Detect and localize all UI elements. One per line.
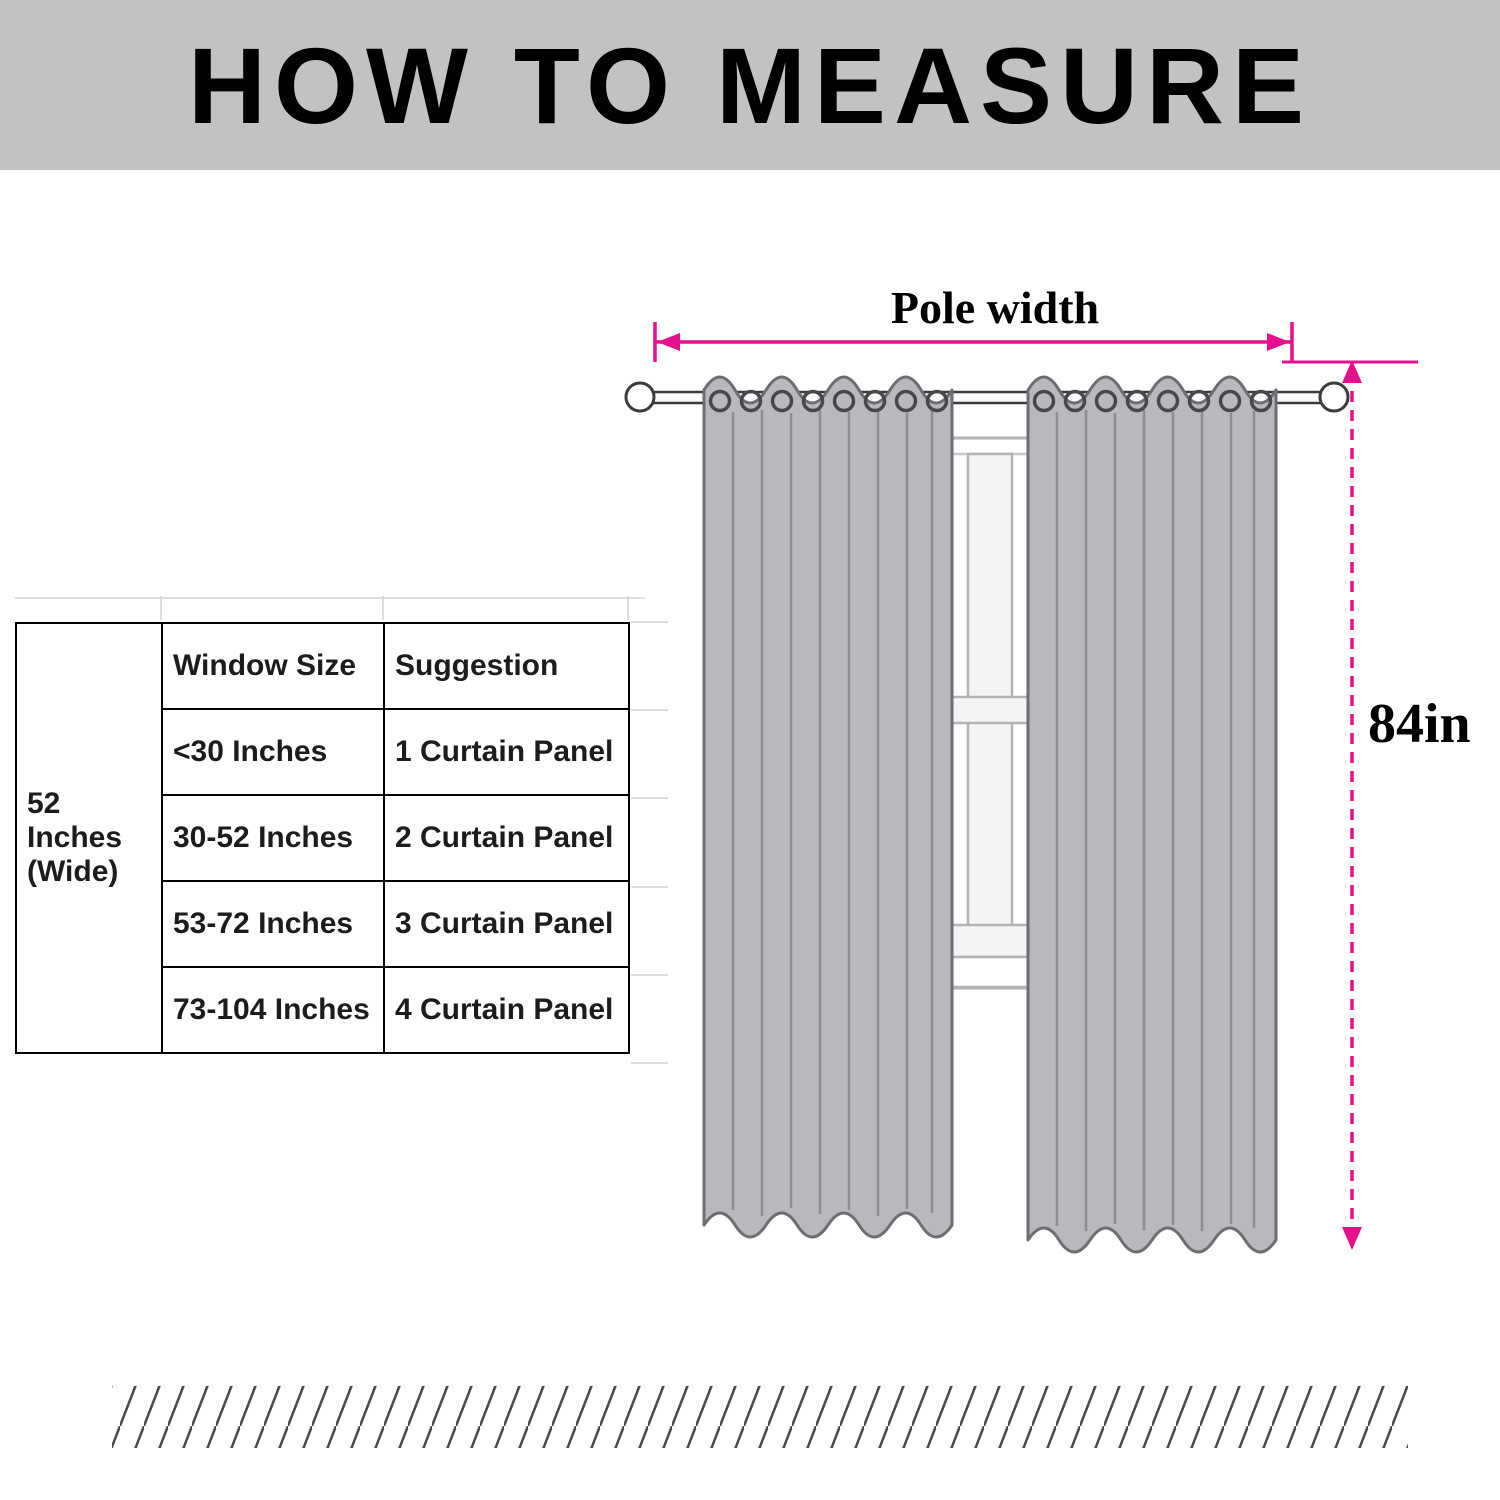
curtain-length-dimension: 84in [1282, 360, 1471, 1250]
table-header-row: 52 Inches (Wide) Window Size Suggestion [15, 622, 630, 1054]
col-header-window-size: Window Size [161, 622, 385, 710]
table-row: <30 Inches 1 Curtain Panel [16, 708, 630, 796]
curtain-rod [624, 381, 1350, 413]
suggestion-cell: 4 Curtain Panel [383, 966, 630, 1054]
arrow-up-icon [1342, 360, 1362, 383]
window-apron [761, 955, 1219, 989]
grommet-rings-left [708, 389, 949, 413]
table-row: 73-104 Inches 4 Curtain Panel [16, 966, 630, 1054]
col-header-suggestion: Suggestion [383, 622, 630, 710]
size-guide-table-area: 52 Inches (Wide) Window Size Suggestion … [15, 622, 630, 1054]
curtain-folds-right [1055, 410, 1256, 1231]
pole-width-label: Pole width [891, 282, 1099, 333]
page-title: HOW TO MEASURE [187, 24, 1313, 146]
grommet-rings-right [1032, 389, 1273, 413]
window-size-cell: 73-104 Inches [161, 966, 385, 1054]
window-size-cell: <30 Inches [161, 708, 385, 796]
window-size-cell: 30-52 Inches [161, 794, 385, 882]
floor-hatching [112, 1386, 1408, 1448]
curtain-panel-left [702, 375, 954, 1239]
window-sill [777, 923, 1203, 959]
rod-finial-right [1318, 381, 1350, 413]
suggestion-cell: 3 Curtain Panel [383, 880, 630, 968]
table-row: 30-52 Inches 2 Curtain Panel [16, 794, 630, 882]
window-size-cell: 53-72 Inches [161, 880, 385, 968]
arrow-down-icon [1342, 1227, 1362, 1250]
curtain-folds-left [731, 410, 934, 1216]
arrow-left-icon [657, 333, 680, 351]
curtain-length-label: 84in [1368, 693, 1471, 755]
suggestion-cell: 2 Curtain Panel [383, 794, 630, 882]
table-row: 53-72 Inches 3 Curtain Panel [16, 880, 630, 968]
curtain-panel-right [1026, 375, 1278, 1254]
arrow-right-icon [1267, 333, 1290, 351]
header-banner: HOW TO MEASURE [0, 0, 1500, 170]
panel-width-cell: 52 Inches (Wide) [15, 622, 163, 1054]
size-guide-table: 52 Inches (Wide) Window Size Suggestion … [15, 622, 630, 1054]
window-frame [761, 436, 1219, 990]
window-mullion [966, 452, 1014, 974]
pole-width-dimension: Pole width [653, 282, 1294, 362]
suggestion-cell: 1 Curtain Panel [383, 708, 630, 796]
rod-finial-left [624, 381, 656, 413]
window-rail [777, 695, 1203, 725]
